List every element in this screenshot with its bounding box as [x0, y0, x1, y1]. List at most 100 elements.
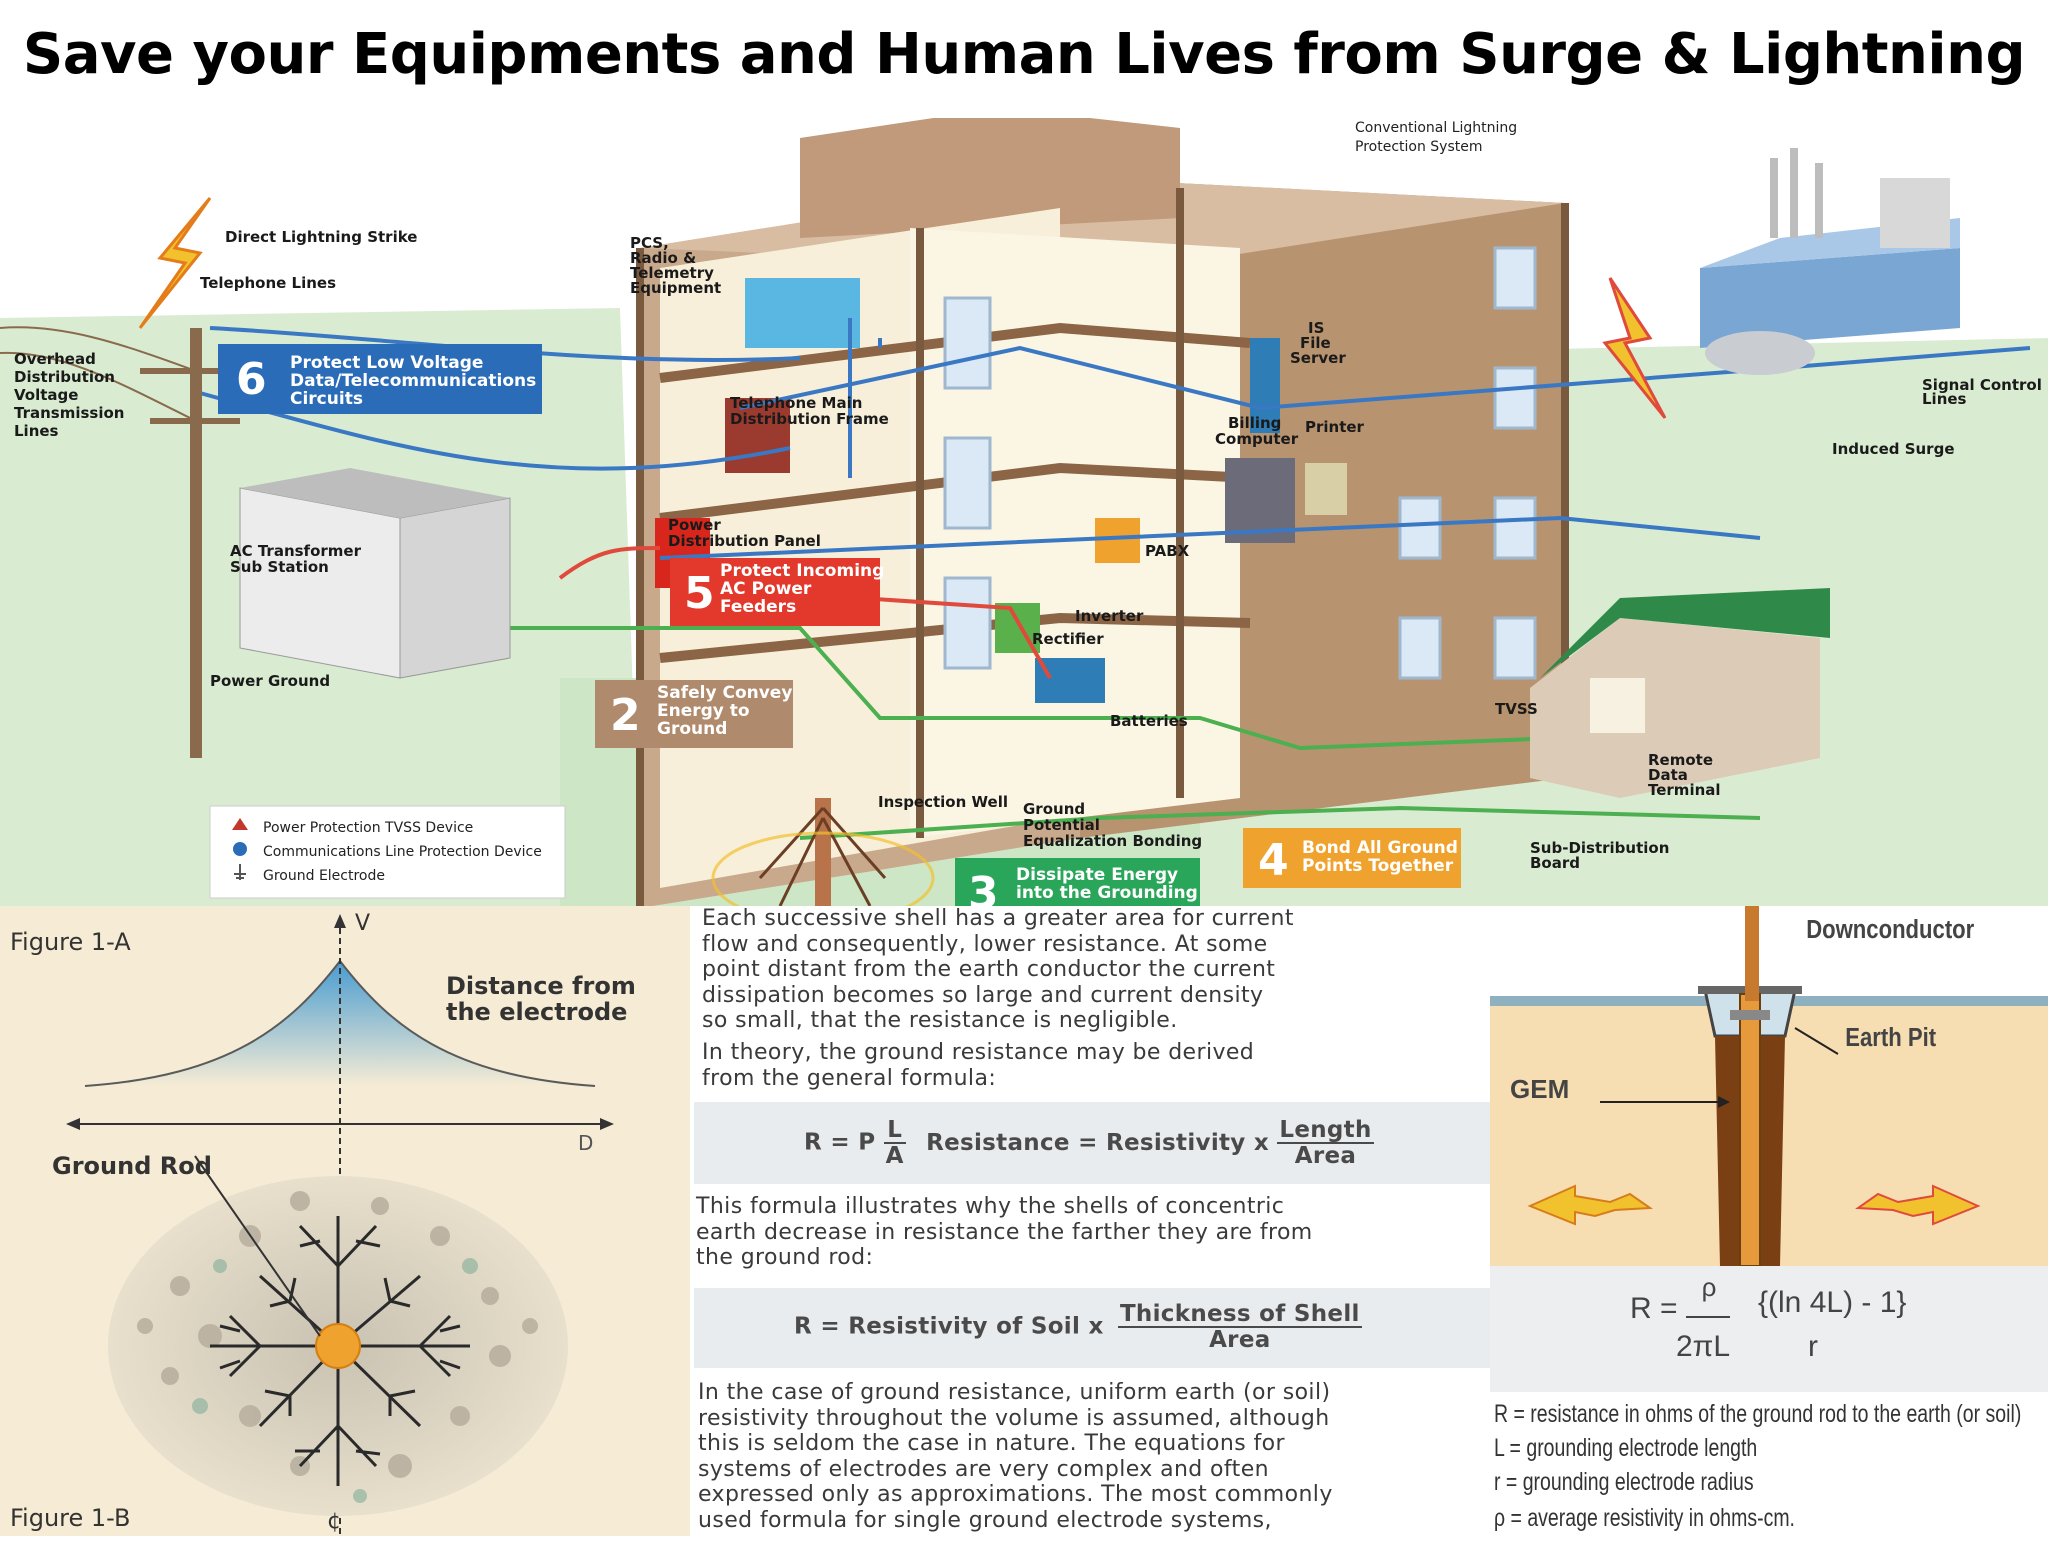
- svg-text:Points Together: Points Together: [1302, 856, 1454, 876]
- telephone-lines-label: Telephone Lines: [200, 274, 336, 292]
- lightning-bolt-left: [138, 197, 212, 329]
- grounding-rod-well: [711, 798, 935, 906]
- inverter-label: Inverter: [1075, 607, 1144, 625]
- svg-text:Billing: Billing: [1228, 414, 1281, 432]
- svg-text:5: 5: [684, 568, 715, 619]
- page-title: Save your Equipments and Human Lives fro…: [22, 22, 2026, 87]
- earth-rod: [1739, 993, 1761, 1267]
- printer: [1305, 463, 1347, 515]
- figure-1-svg: Figure 1-A Figure 1-B V D Distance from …: [10, 911, 636, 1536]
- svg-text:Protection System: Protection System: [1355, 139, 1482, 155]
- svg-text:Potential: Potential: [1023, 816, 1100, 834]
- ac-transformer-label: AC Transformer Sub Station: [230, 542, 362, 576]
- callout-4: 4 Bond All Ground Points Together: [1243, 828, 1461, 888]
- svg-text:into the Grounding: into the Grounding: [1016, 883, 1198, 903]
- svg-text:Transmission: Transmission: [14, 404, 124, 422]
- resistance-formula: R = ρ 2πL {(ln 4L) - 1} r: [1490, 1266, 2048, 1392]
- power-panel-label: Power Distribution Panel: [668, 516, 821, 550]
- svg-text:Feeders: Feeders: [720, 597, 796, 617]
- legend: Power Protection TVSS Device Communicati…: [209, 805, 566, 899]
- svg-text:Telemetry: Telemetry: [630, 264, 714, 282]
- ground-resistance-text: Each successive shell has a greater area…: [690, 906, 1490, 1536]
- svg-text:Computer: Computer: [1215, 430, 1299, 448]
- axis-d-label: D: [578, 1131, 593, 1155]
- ac-transformer-substation: [239, 468, 511, 679]
- batteries-label: Batteries: [1110, 712, 1188, 730]
- centerline-mark: ¢: [327, 1509, 341, 1534]
- svg-text:Overhead: Overhead: [14, 350, 96, 368]
- gem-label: GEM: [1510, 1074, 1569, 1104]
- svg-text:Board: Board: [1530, 854, 1580, 872]
- distance-label-line1: Distance from: [446, 972, 636, 1000]
- inspection-well-label: Inspection Well: [878, 793, 1008, 811]
- earth-pit-diagram: Downconductor Earth Pit GEM: [1490, 906, 2048, 1267]
- svg-text:File: File: [1300, 334, 1331, 352]
- svg-text:Remote: Remote: [1648, 751, 1713, 769]
- pcs-label: PCS, Radio & Telemetry Equipment: [630, 234, 721, 297]
- batteries: [1035, 658, 1105, 703]
- remote-data-terminal-house: [1530, 588, 1830, 798]
- distance-label-line2: the electrode: [446, 998, 627, 1026]
- callout-5: 5 Protect Incoming AC Power Feeders: [670, 558, 884, 626]
- svg-text:Safely Convey: Safely Convey: [657, 683, 792, 703]
- pabx-label: PABX: [1145, 542, 1190, 560]
- svg-text:Ground: Ground: [657, 719, 727, 739]
- factory: [1700, 148, 1960, 375]
- svg-text:Telephone Main: Telephone Main: [730, 394, 862, 412]
- svg-text:Protect Low Voltage: Protect Low Voltage: [290, 353, 483, 373]
- tvss-label: TVSS: [1495, 700, 1538, 718]
- earth-pit-panel: Downconductor Earth Pit GEM R = ρ 2πL {(…: [1490, 906, 2048, 1536]
- svg-text:Ground Electrode: Ground Electrode: [263, 868, 385, 884]
- rectifier-label: Rectifier: [1032, 630, 1104, 648]
- definition-l: L = grounding electrode length: [1494, 1434, 1758, 1462]
- svg-text:Server: Server: [1290, 349, 1346, 367]
- svg-text:Equipment: Equipment: [630, 279, 721, 297]
- svg-text:Energy to: Energy to: [657, 701, 750, 721]
- main-building: [636, 118, 1569, 906]
- callout-3: 3 Dissipate Energy into the Grounding: [955, 858, 1200, 906]
- svg-text:Communications Line Protection: Communications Line Protection Device: [263, 844, 542, 860]
- svg-text:Sub-Distribution: Sub-Distribution: [1530, 839, 1669, 857]
- svg-text:Conventional Lightning: Conventional Lightning: [1355, 120, 1517, 136]
- lightning-bolt-right: [1602, 277, 1667, 419]
- svg-text:Circuits: Circuits: [290, 389, 363, 409]
- definition-radius: r = grounding electrode radius: [1494, 1468, 1754, 1496]
- svg-text:Lines: Lines: [1922, 390, 1967, 408]
- svg-text:2: 2: [610, 690, 641, 741]
- paragraph-1: Each successive shell has a greater area…: [702, 906, 1294, 1033]
- definition-r: R = resistance in ohms of the ground rod…: [1494, 1400, 2022, 1428]
- svg-text:Terminal: Terminal: [1648, 781, 1721, 799]
- downconductor-label: Downconductor: [1806, 915, 1975, 944]
- svg-text:Data: Data: [1648, 766, 1688, 784]
- svg-text:3: 3: [968, 868, 999, 906]
- svg-text:Data/Telecommunications: Data/Telecommunications: [290, 371, 536, 391]
- svg-text:Bond All Ground: Bond All Ground: [1302, 838, 1458, 858]
- remote-data-label: Remote Data Terminal: [1648, 751, 1721, 799]
- svg-text:Protect Incoming: Protect Incoming: [720, 561, 884, 581]
- definition-rho: ρ = average resistivity in ohms-cm.: [1494, 1504, 1795, 1532]
- svg-text:Distribution: Distribution: [14, 368, 115, 386]
- overhead-lines-label: Overhead Distribution Voltage Transmissi…: [14, 350, 124, 440]
- svg-text:PCS,: PCS,: [630, 234, 669, 252]
- svg-text:Radio &: Radio &: [630, 249, 696, 267]
- earth-pit-label: Earth Pit: [1845, 1023, 1936, 1052]
- figure-1-panel: Figure 1-A Figure 1-B V D Distance from …: [0, 906, 690, 1536]
- paragraph-4: In the case of ground resistance, unifor…: [698, 1380, 1333, 1533]
- svg-text:Equalization Bonding: Equalization Bonding: [1023, 832, 1202, 850]
- paragraph-3: This formula illustrates why the shells …: [696, 1194, 1313, 1270]
- ground-electrode-icon: [234, 864, 246, 880]
- svg-text:Lines: Lines: [14, 422, 59, 440]
- billing-computer-label: Billing Computer: [1215, 414, 1299, 448]
- formula-2: R = Resistivity of Soil x Thickness of S…: [694, 1288, 1490, 1368]
- svg-text:Ground: Ground: [1023, 800, 1085, 818]
- induced-surge-label: Induced Surge: [1832, 440, 1955, 458]
- svg-text:Power: Power: [668, 516, 721, 534]
- utility-pole: [0, 326, 250, 758]
- telephone-main-frame: [725, 398, 790, 473]
- svg-text:AC Transformer: AC Transformer: [230, 542, 362, 560]
- callout-6: 6 Protect Low Voltage Data/Telecommunica…: [218, 344, 542, 414]
